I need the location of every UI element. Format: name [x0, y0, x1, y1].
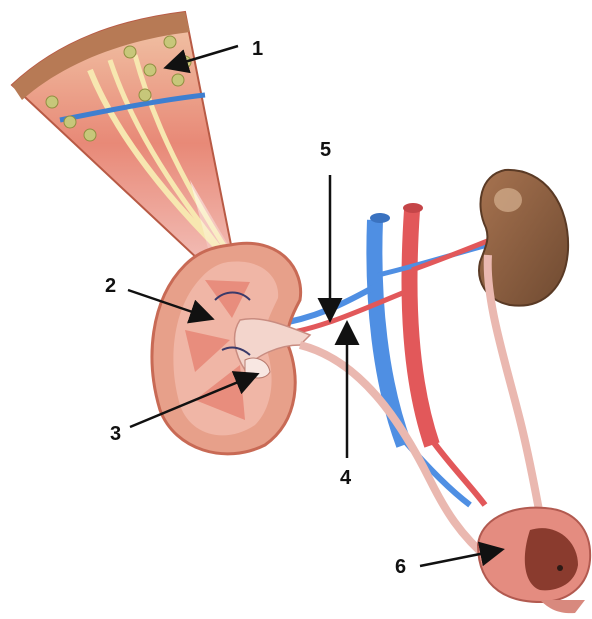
label-1: 1 [252, 38, 263, 60]
label-2: 2 [105, 275, 116, 297]
cortex-wedge-detail [12, 12, 240, 275]
label-6: 6 [395, 556, 406, 578]
kidney-section [152, 243, 310, 454]
label-4: 4 [340, 467, 352, 489]
great-vessels [272, 203, 490, 505]
label-5: 5 [320, 139, 331, 161]
label-3: 3 [110, 423, 121, 445]
urinary-bladder [478, 508, 590, 614]
